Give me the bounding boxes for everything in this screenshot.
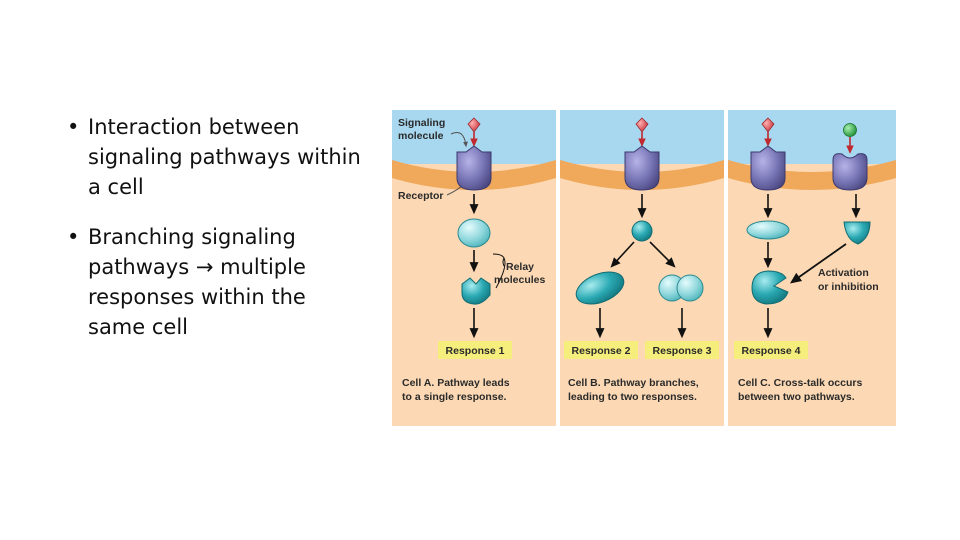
arrow-b-branch-right bbox=[649, 241, 676, 268]
signal-molecule-green-c bbox=[843, 123, 857, 137]
response-box-2 bbox=[564, 341, 638, 359]
caption-c-1: Cell C. Cross-talk occurs bbox=[738, 377, 862, 389]
response-label-2: Response 2 bbox=[572, 345, 631, 357]
relay-molecules-label-2: molecules bbox=[494, 274, 546, 286]
receptor-c-2 bbox=[832, 153, 868, 191]
cross-talk-arrow bbox=[789, 243, 847, 284]
right-arrow-icon: → bbox=[195, 255, 214, 279]
bullet-list: Interaction between signaling pathways w… bbox=[66, 112, 366, 342]
response-label-4: Response 4 bbox=[742, 345, 801, 357]
response-label-3: Response 3 bbox=[653, 345, 712, 357]
activation-label-2: or inhibition bbox=[818, 281, 879, 293]
response-label-1: Response 1 bbox=[446, 345, 505, 357]
relay-molecule-b-3 bbox=[658, 274, 704, 302]
relay-molecule-b-1 bbox=[631, 220, 653, 242]
response-box-3 bbox=[645, 341, 719, 359]
receptor-b bbox=[624, 145, 660, 191]
receptor-label: Receptor bbox=[398, 190, 444, 202]
bullet-item-branching: Branching signaling pathways → multiple … bbox=[66, 222, 366, 342]
cell-signaling-diagram: Signaling molecule Receptor Relay molecu… bbox=[392, 110, 896, 426]
caption-a-1: Cell A. Pathway leads bbox=[402, 377, 510, 389]
caption-a-2: to a single response. bbox=[402, 391, 507, 403]
bullet-text-branching: Branching signaling pathways bbox=[88, 225, 296, 279]
relay-molecules-label-1: Relay bbox=[506, 261, 534, 273]
signaling-molecule-label-1: Signaling bbox=[398, 117, 445, 129]
panel-cell-b: Response 2 Response 3 Cell B. Pathway br… bbox=[560, 110, 724, 426]
panel-cell-a: Signaling molecule Receptor Relay molecu… bbox=[392, 110, 556, 426]
relay-molecule-a-2 bbox=[461, 277, 491, 305]
caption-c-2: between two pathways. bbox=[738, 391, 855, 403]
bullet-text-responses: multiple responses within the same cell bbox=[88, 255, 306, 339]
receptor-c-1 bbox=[750, 145, 786, 191]
relay-bracket bbox=[492, 253, 506, 289]
relay-molecule-b-2 bbox=[575, 271, 625, 305]
response-box-1 bbox=[438, 341, 512, 359]
relay-molecule-a-1 bbox=[457, 218, 491, 248]
signal-pointer-line bbox=[450, 132, 468, 148]
panel-cell-c: Activation or inhibition Response 4 Cell… bbox=[728, 110, 896, 426]
signaling-molecule-label-2: molecule bbox=[398, 130, 444, 142]
caption-b-1: Cell B. Pathway branches, bbox=[568, 377, 699, 389]
bullet-item-interaction: Interaction between signaling pathways w… bbox=[66, 112, 366, 202]
response-box-4 bbox=[734, 341, 808, 359]
relay-molecule-c-1 bbox=[746, 220, 790, 240]
caption-b-2: leading to two responses. bbox=[568, 391, 697, 403]
arrow-b-branch-left bbox=[610, 241, 635, 268]
relay-molecule-c-2 bbox=[843, 221, 871, 245]
activation-label-1: Activation bbox=[818, 267, 869, 279]
bullet-text-interaction: Interaction between signaling pathways w… bbox=[88, 115, 361, 199]
receptor-a bbox=[456, 145, 492, 191]
relay-molecule-c-3 bbox=[751, 270, 789, 305]
